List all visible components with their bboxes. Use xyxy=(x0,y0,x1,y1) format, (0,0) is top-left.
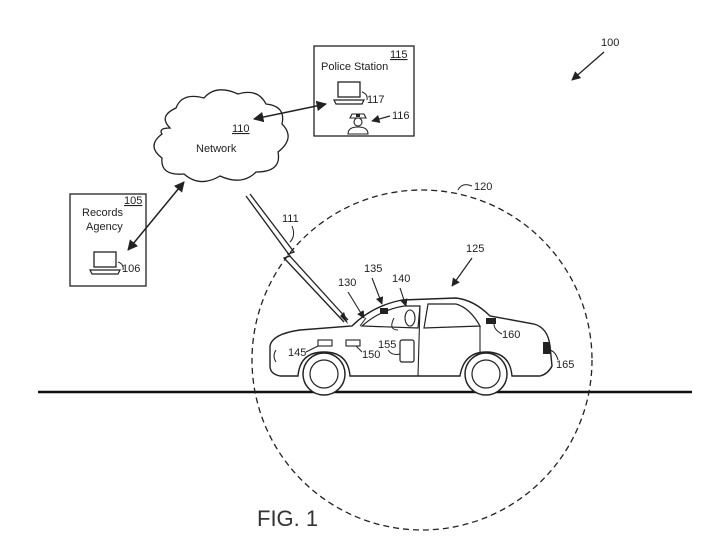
system-ref: 100 xyxy=(601,37,619,49)
network-ref: 110 xyxy=(232,123,250,135)
front-sensor-arrow xyxy=(347,291,365,319)
network-cloud: Network 110 xyxy=(153,89,289,183)
display-ref: 155 xyxy=(378,339,396,351)
camera-arrow xyxy=(371,277,384,305)
coverage-area-circle xyxy=(251,189,593,531)
headlight-ref: 145 xyxy=(288,347,306,359)
rear-sensor-ref: 160 xyxy=(502,329,520,341)
coverage-area-ref: 120 xyxy=(474,181,492,193)
police-laptop-leader xyxy=(361,91,368,101)
figure-caption: FIG. 1 xyxy=(257,506,318,531)
device-leader xyxy=(355,345,363,353)
police-station-label: Police Station xyxy=(321,61,388,73)
occupant-arrow xyxy=(399,287,408,307)
records-laptop-leader xyxy=(117,261,124,271)
police-officer-arrow xyxy=(371,114,391,124)
taillight-leader xyxy=(549,349,559,361)
police-officer-icon xyxy=(347,113,369,135)
vehicle xyxy=(269,297,553,396)
wireless-link-bolt xyxy=(245,193,349,324)
police-station-box: Police Station 115 117 116 xyxy=(313,45,415,137)
network-records-link xyxy=(127,181,185,251)
vehicle-ref-arrow xyxy=(451,257,473,287)
display-leader xyxy=(387,349,401,355)
wireless-link-ref: 111 xyxy=(282,213,299,225)
device-ref: 150 xyxy=(362,349,380,361)
police-officer-ref: 116 xyxy=(392,110,410,122)
network-label: Network xyxy=(196,143,237,155)
records-agency-box: Records Agency 105 106 xyxy=(69,193,147,287)
records-agency-label-2: Agency xyxy=(86,221,123,233)
network-police-link xyxy=(252,100,328,123)
records-agency-label-1: Records xyxy=(82,207,123,219)
rear-sensor-leader xyxy=(493,323,503,335)
records-laptop-icon xyxy=(89,251,121,275)
police-laptop-ref: 117 xyxy=(367,94,385,106)
system-ref-arrow xyxy=(571,51,605,81)
police-laptop-icon xyxy=(333,81,365,105)
vehicle-ref: 125 xyxy=(466,243,484,255)
headlight-leader xyxy=(305,345,319,353)
taillight-ref: 165 xyxy=(556,359,574,371)
occupant-ref: 140 xyxy=(392,273,410,285)
camera-ref: 135 xyxy=(364,263,382,275)
records-laptop-ref: 106 xyxy=(122,263,140,275)
wireless-link-leader xyxy=(289,225,295,243)
police-station-ref: 115 xyxy=(390,49,408,61)
records-agency-ref: 105 xyxy=(124,195,142,207)
coverage-area-leader xyxy=(457,184,473,191)
front-sensor-ref: 130 xyxy=(338,277,356,289)
